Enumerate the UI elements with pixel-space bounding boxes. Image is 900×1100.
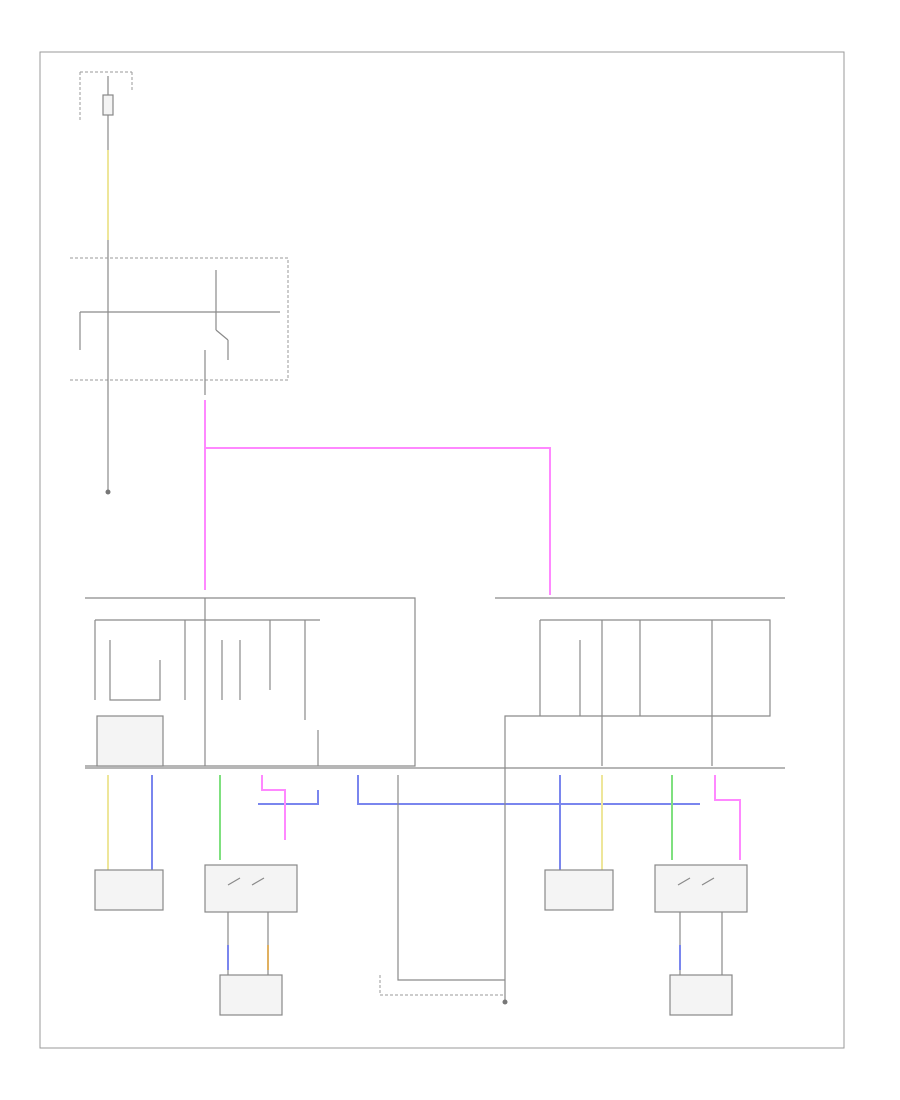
- ground-g2: [379, 775, 508, 1005]
- pink-wire-drop: [261, 775, 741, 860]
- driver-window-motor: [94, 869, 164, 911]
- passenger-door-switch: [495, 597, 785, 780]
- fuse-block: [79, 71, 133, 262]
- driver-door-switch: [85, 597, 416, 767]
- left-rear-motor: [219, 912, 283, 1016]
- pink-feed-wire: [204, 400, 551, 595]
- blue-wire: [151, 775, 700, 870]
- ground-g1: [105, 395, 111, 495]
- right-rear-motor: [669, 912, 733, 1016]
- diagram-frame: [39, 51, 845, 1049]
- power-window-control-module: [70, 257, 289, 395]
- green-wire-drop: [219, 775, 673, 860]
- right-rear-switch: [654, 864, 748, 913]
- passenger-window-motor: [544, 869, 614, 911]
- left-rear-switch: [204, 864, 298, 913]
